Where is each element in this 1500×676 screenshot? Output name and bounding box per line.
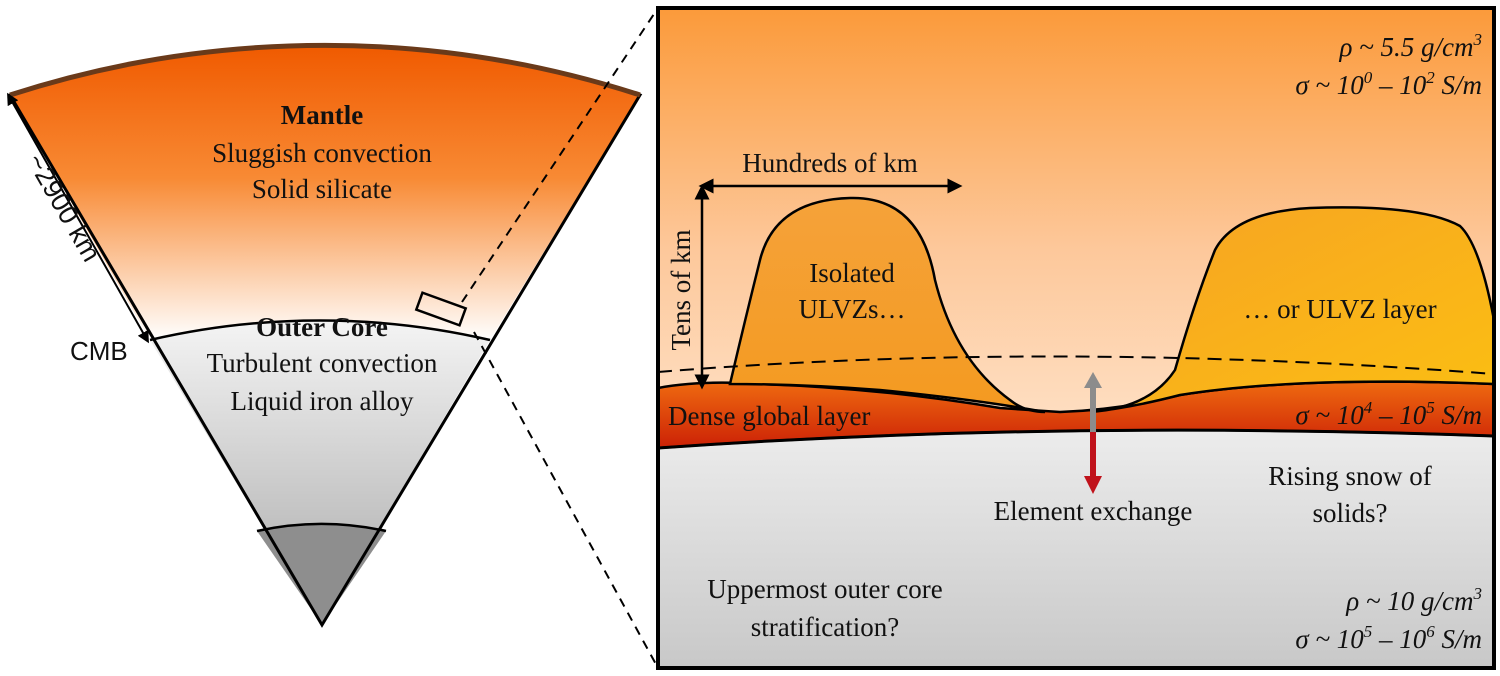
tens-label: Tens of km xyxy=(666,229,696,350)
mantle-line-1: Sluggish convection xyxy=(212,138,432,168)
isolated-ulvz-label-2: ULVZs… xyxy=(798,294,905,324)
zoom-connector-top xyxy=(461,7,659,303)
reference-dashed-line xyxy=(658,355,1494,375)
earth-wedge: ~2900 km CMB Mantle Sluggish convection … xyxy=(7,42,643,628)
isolated-ulvz xyxy=(728,196,1046,414)
isolated-ulvz-label-1: Isolated xyxy=(809,258,895,288)
core-line-2: Liquid iron alloy xyxy=(231,386,414,416)
zoom-panel-frame xyxy=(656,6,1496,670)
snow-label-1: Rising snow of xyxy=(1268,461,1432,491)
mantle-title: Mantle xyxy=(281,100,363,130)
dense-layer-label: Dense global layer xyxy=(668,401,870,431)
mantle-region xyxy=(10,45,640,341)
mantle-density: ρ ~ 5.5 g/cm3 xyxy=(1338,30,1482,62)
stratification-label-1: Uppermost outer core xyxy=(707,574,942,604)
inner-core-region xyxy=(257,523,386,625)
ulvz-layer xyxy=(1089,206,1494,414)
mantle-line-2: Solid silicate xyxy=(252,174,392,204)
cmb-label: CMB xyxy=(70,336,128,366)
zoom-core xyxy=(658,430,1494,668)
core-density: ρ ~ 10 g/cm3 xyxy=(1345,584,1482,616)
hundreds-label: Hundreds of km xyxy=(742,148,917,178)
ulvz-layer-label: … or ULVZ layer xyxy=(1243,294,1436,324)
exchange-label: Element exchange xyxy=(994,496,1193,526)
snow-label-2: solids? xyxy=(1312,498,1387,528)
dense-conductivity: σ ~ 104 – 105 S/m xyxy=(1295,398,1482,430)
zoom-connector-bottom xyxy=(473,331,659,669)
thickness-arrow xyxy=(7,92,149,344)
zoom-panel: Hundreds of km Tens of km Isolated ULVZs… xyxy=(656,6,1496,670)
mantle-conductivity: σ ~ 100 – 102 S/m xyxy=(1295,68,1482,100)
cmb-boundary xyxy=(149,319,491,342)
core-title: Outer Core xyxy=(256,312,388,342)
stratification-label-2: stratification? xyxy=(751,612,899,642)
zoom-box xyxy=(414,291,468,327)
core-line-1: Turbulent convection xyxy=(207,348,438,378)
core-conductivity: σ ~ 105 – 106 S/m xyxy=(1295,622,1482,654)
outer-core-region xyxy=(150,320,490,625)
